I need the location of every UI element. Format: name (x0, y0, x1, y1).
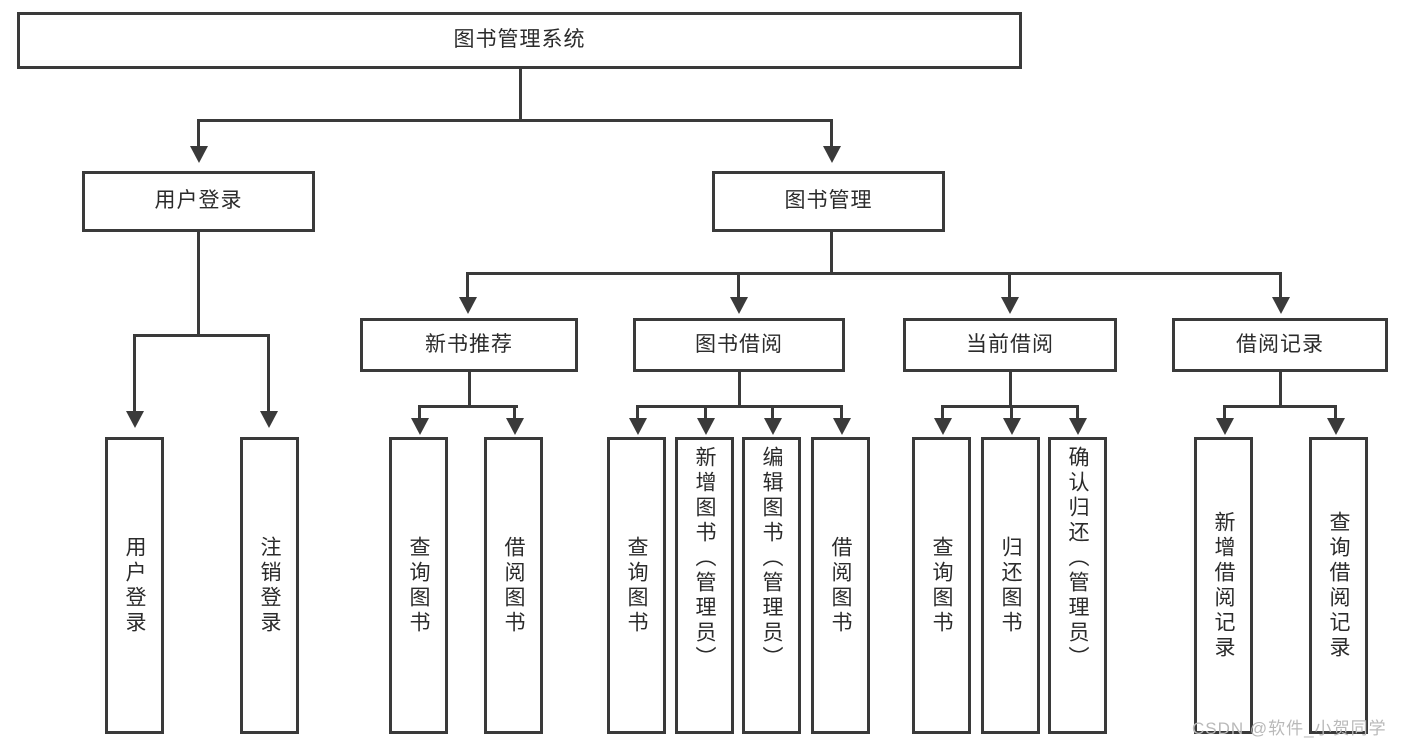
edge-book-borrow-trunk (738, 372, 741, 408)
leaf-borrow-book-recommend[interactable]: 借阅图书 (484, 437, 543, 734)
node-label: 新增图书（管理员） (693, 446, 717, 671)
arrowhead-leaf-edit-book (764, 418, 782, 435)
node-root-system[interactable]: 图书管理系统 (17, 12, 1022, 69)
edge-current-borrow-drop-3 (1076, 405, 1079, 419)
arrowhead-current-borrow (1001, 297, 1019, 314)
edge-current-borrow-trunk (1009, 372, 1012, 408)
edge-new-book-drop-2 (513, 405, 516, 419)
leaf-edit-book-admin[interactable]: 编辑图书（管理员） (742, 437, 801, 734)
edge-user-login-drop-2 (267, 334, 270, 412)
edge-current-borrow-bar (941, 405, 1078, 408)
arrowhead-user-login (190, 146, 208, 163)
edge-new-book-bar (418, 405, 518, 408)
arrowhead-leaf-return-book (1003, 418, 1021, 435)
edge-user-login-trunk (197, 232, 200, 336)
node-current-borrow[interactable]: 当前借阅 (903, 318, 1117, 372)
edge-root-bar (197, 119, 833, 122)
edge-new-book-trunk (468, 372, 471, 408)
node-borrow-records[interactable]: 借阅记录 (1172, 318, 1388, 372)
edge-book-borrow-drop-4 (840, 405, 843, 419)
leaf-query-book-borrow[interactable]: 查询图书 (607, 437, 666, 734)
node-book-management[interactable]: 图书管理 (712, 171, 945, 232)
arrowhead-new-book-recommend (459, 297, 477, 314)
arrowhead-book-manage (823, 146, 841, 163)
node-label: 图书管理 (784, 189, 873, 213)
leaf-return-book[interactable]: 归还图书 (981, 437, 1040, 734)
leaf-query-book-current[interactable]: 查询图书 (912, 437, 971, 734)
arrowhead-book-borrow (730, 297, 748, 314)
arrowhead-leaf-add-book (697, 418, 715, 435)
edge-level2-drop-3 (1008, 272, 1011, 298)
arrowhead-leaf-logout (260, 411, 278, 428)
edge-level2-drop-2 (737, 272, 740, 298)
leaf-user-login[interactable]: 用户登录 (105, 437, 164, 734)
node-label: 注销登录 (258, 535, 282, 636)
arrowhead-leaf-query-book-3 (934, 418, 952, 435)
node-label: 用户登录 (154, 189, 243, 213)
edge-root-trunk (519, 69, 522, 121)
arrowhead-leaf-borrow-book-2 (833, 418, 851, 435)
arrowhead-leaf-add-record (1216, 418, 1234, 435)
arrowhead-leaf-query-book-2 (629, 418, 647, 435)
node-label: 确认归还（管理员） (1066, 446, 1090, 671)
node-user-login[interactable]: 用户登录 (82, 171, 315, 232)
node-label: 新增借阅记录 (1212, 510, 1236, 661)
leaf-query-borrow-record[interactable]: 查询借阅记录 (1309, 437, 1368, 734)
arrowhead-leaf-confirm-return (1069, 418, 1087, 435)
node-label: 新书推荐 (425, 332, 513, 356)
leaf-logout[interactable]: 注销登录 (240, 437, 299, 734)
arrowhead-borrow-records (1272, 297, 1290, 314)
node-label: 借阅记录 (1236, 332, 1324, 356)
edge-borrow-records-drop-1 (1223, 405, 1226, 419)
node-label: 查询借阅记录 (1327, 510, 1351, 661)
node-book-borrow[interactable]: 图书借阅 (633, 318, 845, 372)
leaf-query-book-recommend[interactable]: 查询图书 (389, 437, 448, 734)
edge-current-borrow-drop-2 (1010, 405, 1013, 419)
edge-new-book-drop-1 (418, 405, 421, 419)
edge-book-management-trunk (830, 232, 833, 274)
node-label: 图书管理系统 (453, 28, 586, 52)
node-label: 借阅图书 (502, 535, 526, 636)
node-new-book-recommend[interactable]: 新书推荐 (360, 318, 578, 372)
arrowhead-leaf-query-record (1327, 418, 1345, 435)
node-label: 编辑图书（管理员） (760, 446, 784, 671)
edge-borrow-records-bar (1223, 405, 1337, 408)
edge-user-login-bar (133, 334, 270, 337)
node-label: 归还图书 (999, 535, 1023, 636)
node-label: 图书借阅 (695, 332, 783, 356)
arrowhead-leaf-user-login (126, 411, 144, 428)
node-label: 查询图书 (407, 535, 431, 636)
node-label: 查询图书 (930, 535, 954, 636)
leaf-confirm-return-admin[interactable]: 确认归还（管理员） (1048, 437, 1107, 734)
watermark-text: CSDN @软件_小贺同学 (1192, 719, 1387, 738)
edge-current-borrow-drop-1 (941, 405, 944, 419)
node-label: 借阅图书 (829, 535, 853, 636)
node-label: 用户登录 (123, 535, 147, 636)
edge-book-borrow-drop-1 (636, 405, 639, 419)
node-label: 当前借阅 (966, 332, 1054, 356)
edge-level2-bar (466, 272, 1280, 275)
edge-user-login-drop-1 (133, 334, 136, 412)
leaf-borrow-book[interactable]: 借阅图书 (811, 437, 870, 734)
edge-root-to-user-login (197, 119, 200, 147)
edge-book-borrow-drop-3 (771, 405, 774, 419)
edge-level2-drop-1 (466, 272, 469, 298)
edge-book-borrow-bar (636, 405, 843, 408)
edge-borrow-records-trunk (1279, 372, 1282, 408)
leaf-add-borrow-record[interactable]: 新增借阅记录 (1194, 437, 1253, 734)
edge-level2-drop-4 (1279, 272, 1282, 298)
leaf-add-book-admin[interactable]: 新增图书（管理员） (675, 437, 734, 734)
edge-borrow-records-drop-2 (1334, 405, 1337, 419)
edge-root-to-book-manage (830, 119, 833, 147)
edge-book-borrow-drop-2 (704, 405, 707, 419)
arrowhead-leaf-borrow-book-1 (506, 418, 524, 435)
node-label: 查询图书 (625, 535, 649, 636)
arrowhead-leaf-query-book-1 (411, 418, 429, 435)
